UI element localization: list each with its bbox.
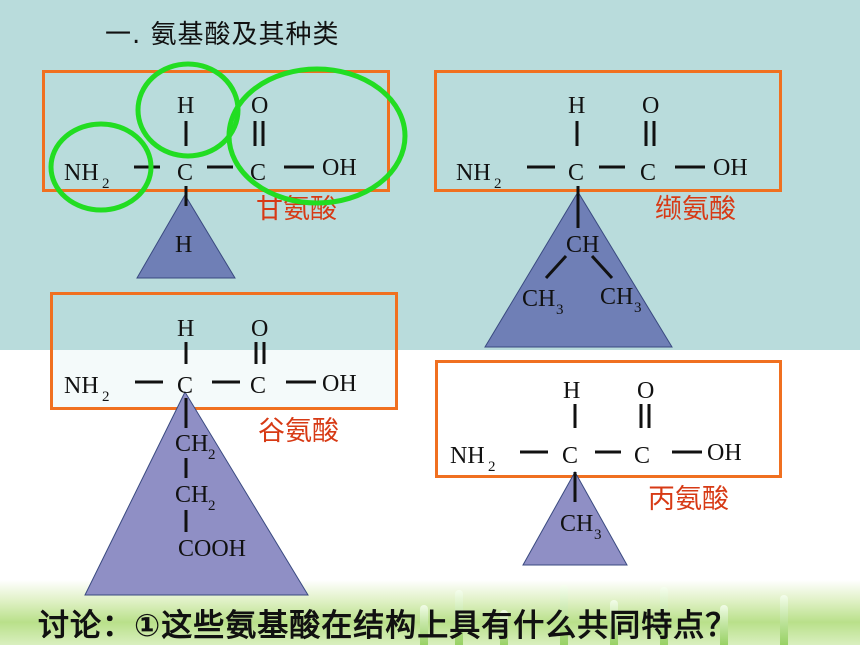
glutamate-r-cooh: COOH — [178, 536, 246, 562]
glutamate-c-carboxyl: C — [250, 373, 266, 399]
discussion-question: 讨论：①这些氨基酸在结构上具有什么共同特点？ — [38, 608, 738, 644]
glycine-r-group: H — [175, 232, 192, 258]
valine-nh: NH — [456, 160, 491, 186]
glycine-nh: NH — [64, 160, 99, 186]
alanine-o: O — [637, 378, 654, 404]
background-top — [0, 0, 860, 350]
valine-r-triangle — [484, 191, 673, 348]
glycine-nh-sub: 2 — [102, 176, 110, 192]
alanine-r-ch3-sub: 3 — [594, 527, 602, 543]
glutamate-c-alpha: C — [177, 373, 193, 399]
alanine-r-ch3: CH — [560, 511, 593, 537]
alanine-box — [435, 360, 782, 478]
alanine-nh: NH — [450, 443, 485, 469]
valine-c-carboxyl: C — [640, 160, 656, 186]
alanine-nh-sub: 2 — [488, 459, 496, 475]
glycine-structure: H O NH 2 C C OH H 甘氨酸 — [64, 93, 357, 258]
glutamate-r-ch2-1-sub: 2 — [208, 447, 216, 463]
alanine-oh: OH — [707, 440, 742, 466]
glutamate-r-ch2-2: CH — [175, 482, 208, 508]
glutamate-r-ch2-2-sub: 2 — [208, 498, 216, 514]
valine-h-top: H — [568, 93, 585, 119]
alanine-c-alpha: C — [562, 443, 578, 469]
glutamate-r-triangle — [84, 390, 309, 596]
glycine-c-alpha: C — [177, 160, 193, 186]
glutamate-name: 谷氨酸 — [258, 416, 339, 447]
slide-title: 一. 氨基酸及其种类 — [105, 20, 340, 50]
amino-group-highlight-circle — [48, 121, 154, 213]
glutamate-oh: OH — [322, 371, 357, 397]
glutamate-structure: H O NH 2 C C OH CH 2 CH 2 COOH 谷氨酸 — [64, 316, 357, 562]
glutamate-box — [50, 292, 398, 410]
glycine-r-triangle — [136, 194, 236, 279]
glutamate-nh-sub: 2 — [102, 389, 110, 405]
valine-name: 缬氨酸 — [655, 194, 736, 225]
alanine-c-carboxyl: C — [634, 443, 650, 469]
glycine-name: 甘氨酸 — [256, 194, 337, 225]
valine-r-ch: CH — [566, 232, 599, 258]
glycine-oh: OH — [322, 155, 357, 181]
glycine-h-top: H — [177, 93, 194, 119]
glutamate-h-top: H — [177, 316, 194, 342]
glycine-o: O — [251, 93, 268, 119]
valine-nh-sub: 2 — [494, 176, 502, 192]
valine-oh: OH — [713, 155, 748, 181]
glycine-c-carboxyl: C — [250, 160, 266, 186]
valine-structure: H O NH 2 C C OH CH CH 3 CH 3 缬氨酸 — [456, 93, 748, 318]
glutamate-o: O — [251, 316, 268, 342]
valine-r-ch3-left-sub: 3 — [556, 302, 564, 318]
glutamate-r-ch2-1: CH — [175, 431, 208, 457]
valine-r-ch3-right-sub: 3 — [634, 300, 642, 316]
alanine-name: 丙氨酸 — [648, 484, 729, 515]
alanine-h-top: H — [563, 378, 580, 404]
valine-r-ch3-right: CH — [600, 284, 633, 310]
alanine-r-triangle — [522, 470, 628, 566]
alanine-structure: H O NH 2 C C OH CH 3 丙氨酸 — [450, 378, 742, 543]
valine-c-alpha: C — [568, 160, 584, 186]
valine-r-ch3-left: CH — [522, 286, 555, 312]
valine-o: O — [642, 93, 659, 119]
carboxyl-group-highlight-circle — [226, 66, 408, 206]
valine-box — [434, 70, 782, 192]
glutamate-nh: NH — [64, 373, 99, 399]
